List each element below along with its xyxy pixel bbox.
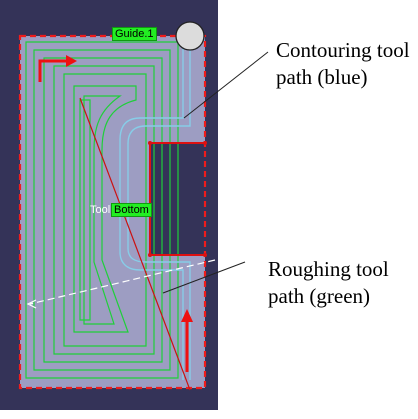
notch-outline <box>149 142 205 256</box>
direction-arrow-top <box>38 55 77 82</box>
roughing-leader-line <box>162 261 246 294</box>
diagonal-line <box>79 97 191 391</box>
tool-label: Tool <box>90 204 111 216</box>
contouring-label-line2: path (blue) <box>276 65 368 89</box>
contouring-leader-line <box>183 51 269 119</box>
contouring-label-line1: Contouring tool <box>276 38 410 62</box>
white-arrowhead <box>26 299 37 309</box>
guide-tag: Guide.1 <box>112 27 157 41</box>
notch-vertices <box>148 141 207 257</box>
roughing-tool-path <box>25 41 179 379</box>
direction-arrow-bottom <box>181 309 193 372</box>
start-circle <box>175 21 205 51</box>
white-dashed-line <box>29 259 216 305</box>
roughing-label-line1: Roughing tool <box>268 257 389 281</box>
roughing-label-line2: path (green) <box>268 284 371 308</box>
bottom-tag: Bottom <box>111 203 152 217</box>
